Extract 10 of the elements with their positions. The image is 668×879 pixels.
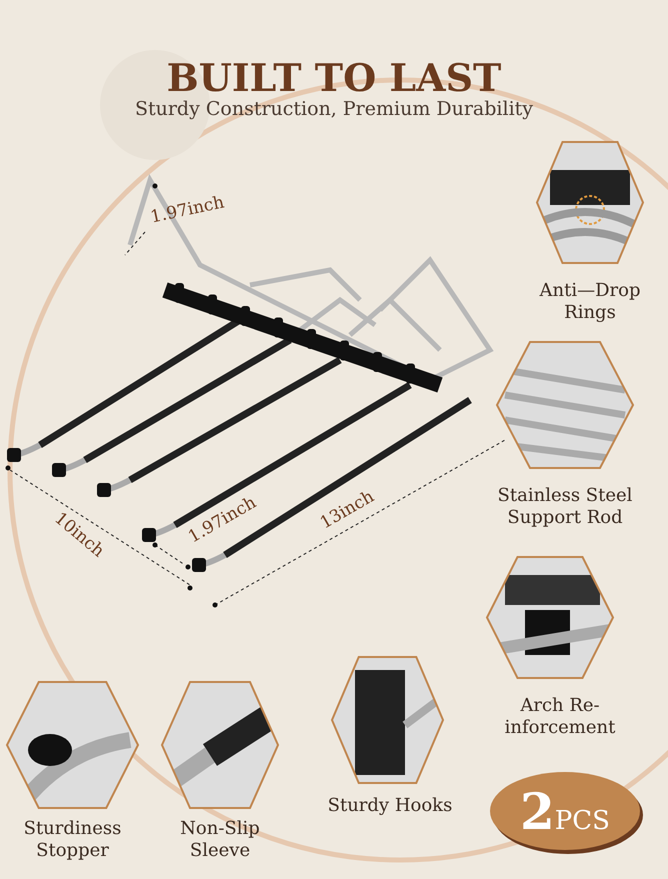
title: BUILT TO LAST: [166, 55, 502, 100]
callout-label: Anti—Drop Rings: [538, 280, 642, 324]
callout-label: Sturdiness Stopper: [22, 818, 122, 862]
subtitle: Sturdy Construction, Premium Durability: [134, 98, 534, 120]
quantity-badge: 2PCS: [490, 772, 640, 850]
callout-label: Sturdy Hooks: [326, 795, 454, 817]
callout-label: Stainless Steel Support Rod: [496, 485, 634, 529]
callout-label: Non-Slip Sleeve: [179, 818, 261, 862]
dimension-label: 1.97inch: [148, 192, 226, 228]
callout-label: Arch Re- inforcement: [504, 695, 616, 739]
